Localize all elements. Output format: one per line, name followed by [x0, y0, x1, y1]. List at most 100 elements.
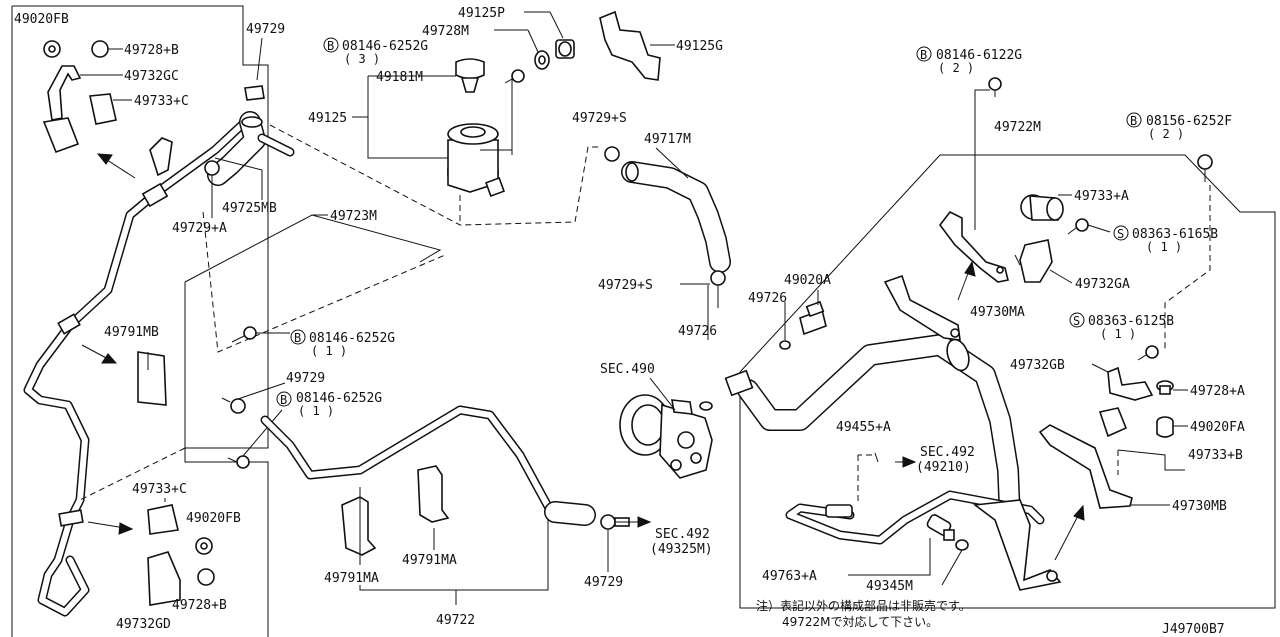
right-frame-lower	[739, 372, 1040, 609]
bracket-49125g	[599, 10, 661, 81]
pressure-sensor-49763a	[926, 514, 955, 541]
label-49729-mid: 49729	[286, 371, 325, 386]
bracket-hose-upper	[883, 274, 961, 341]
label-sec492-a-ref: (49325M)	[650, 542, 713, 557]
label-49729-bottom: 49729	[584, 575, 623, 590]
label-49728m: 49728M	[422, 24, 469, 39]
label-sec490: SEC.490	[600, 362, 655, 377]
clamp-49729-mid	[221, 397, 246, 414]
label-49791mb: 49791MB	[104, 325, 159, 340]
label-screw-qty-1a: ( 1 )	[1146, 240, 1182, 254]
washer-49020fb-top	[43, 40, 61, 58]
label-49020a: 49020A	[784, 273, 831, 288]
label-bolt-08146-6252g-1a: 08146-6252G	[309, 331, 395, 346]
svg-text:B: B	[920, 48, 927, 62]
power-steering-pump	[619, 394, 713, 479]
bolt-callout-2: B 08146-6252G ( 1 )	[290, 329, 395, 358]
label-49125g: 49125G	[676, 39, 723, 54]
label-49722: 49722	[436, 613, 475, 628]
diagram-code: J49700B7	[1162, 622, 1225, 637]
label-49763a: 49763+A	[762, 569, 817, 584]
washer-49345m	[955, 539, 969, 551]
screw-callout-2: S 08363-6125B ( 1 )	[1069, 312, 1174, 341]
label-49181m: 49181M	[376, 70, 423, 85]
bolt-08146-6252g-top	[504, 69, 525, 84]
label-49725mb: 49725MB	[222, 201, 277, 216]
insulator-49733a	[1020, 194, 1064, 221]
label-49733c-bottom: 49733+C	[132, 482, 187, 497]
label-49020fb-bottom: 49020FB	[186, 511, 241, 526]
bolt-callout-3: B 08146-6252G ( 1 )	[276, 391, 382, 418]
label-49020fa: 49020FA	[1190, 420, 1245, 435]
svg-text:S: S	[1117, 227, 1124, 241]
label-bolt-qty-1b: ( 1 )	[298, 404, 334, 418]
arrow-right-up-1	[957, 260, 976, 301]
insulator-pad	[42, 117, 80, 154]
label-sec492-a: SEC.492	[655, 527, 710, 542]
bolt-callout-1: B 08146-6252G ( 3 )	[323, 37, 428, 66]
label-49791ma-left: 49791MA	[324, 571, 379, 586]
label-49791ma-right: 49791MA	[402, 553, 457, 568]
svg-text:B: B	[280, 393, 287, 407]
clamp-49791ma-left	[341, 496, 377, 556]
bolt-callout-4: B 08146-6122G ( 2 )	[916, 46, 1022, 75]
label-49455a: 49455+A	[836, 420, 891, 435]
label-49730ma: 49730MA	[970, 305, 1025, 320]
arrow-left-mid	[81, 344, 118, 364]
label-49729s-top: 49729+S	[572, 111, 627, 126]
clamp-left-1	[57, 313, 81, 335]
label-49723m: 49723M	[330, 209, 377, 224]
screw-08363-6165b	[1067, 218, 1089, 235]
clamp-49729-top	[244, 85, 265, 101]
guide-dash-right	[1164, 185, 1211, 350]
label-49730mb: 49730MB	[1172, 499, 1227, 514]
label-bolt-08146-6122g: 08146-6122G	[936, 48, 1022, 63]
label-49732gc: 49732GC	[124, 69, 179, 84]
label-49732ga: 49732GA	[1075, 277, 1130, 292]
clamp-49791ma-right	[417, 465, 450, 523]
label-49729s-bottom: 49729+S	[598, 278, 653, 293]
insulator-49733b	[1098, 407, 1128, 438]
bolt-08146-6122g	[988, 77, 1002, 97]
label-49733c-top: 49733+C	[134, 94, 189, 109]
bolt-callout-5: B 08156-6252F ( 2 )	[1126, 112, 1232, 141]
grommet-49125p	[555, 39, 575, 59]
screw-08363-6125b	[1137, 345, 1159, 361]
label-bolt-08146-6252g-3: 08146-6252G	[342, 39, 428, 54]
guide-dash-1	[202, 211, 446, 353]
clamp-49791mb	[137, 351, 167, 406]
arrow-left-top	[96, 153, 136, 179]
note-line-2: 49722Mで対応して下さい。	[782, 615, 938, 629]
label-49345m: 49345M	[866, 579, 913, 594]
label-49722m: 49722M	[994, 120, 1041, 135]
arrow-left-bottom	[87, 521, 134, 535]
label-sec492-b: SEC.492	[920, 445, 975, 460]
reservoir-49125	[447, 123, 505, 197]
label-49726-lower: 49726	[678, 324, 717, 339]
grommet-49728a	[1156, 380, 1174, 395]
svg-text:B: B	[294, 331, 301, 345]
label-49125p: 49125P	[458, 6, 505, 21]
o-ring-49726-upper	[779, 340, 791, 350]
center-frame	[184, 214, 442, 283]
insulator-49733c-top	[89, 93, 117, 125]
label-49020fb-top: 49020FB	[14, 12, 69, 27]
label-49728b-top: 49728+B	[124, 43, 179, 58]
bracket-49732gc	[47, 65, 82, 121]
label-49717m: 49717M	[644, 132, 691, 147]
clamp-left-2	[58, 509, 84, 527]
label-bolt-qty-3: ( 3 )	[344, 52, 380, 66]
screw-callout-1: S 08363-6165B ( 1 )	[1113, 225, 1218, 254]
arrow-right-up-2	[1054, 504, 1085, 561]
label-49726-upper: 49726	[748, 291, 787, 306]
hose-fitting-pump	[724, 369, 754, 397]
label-49733b: 49733+B	[1188, 448, 1243, 463]
label-screw-08363-6165b: 08363-6165B	[1132, 227, 1218, 242]
bolt-08146-6252g-mid	[231, 326, 257, 343]
bracket-49730ma	[938, 210, 1009, 283]
clamp-49729a	[204, 160, 220, 176]
grommet-49728b-bottom	[197, 568, 215, 586]
svg-text:S: S	[1073, 314, 1080, 328]
label-bolt-qty-1a: ( 1 )	[311, 344, 347, 358]
note-line-1: 注）表記以外の構成部品は非販売です。	[756, 598, 971, 613]
